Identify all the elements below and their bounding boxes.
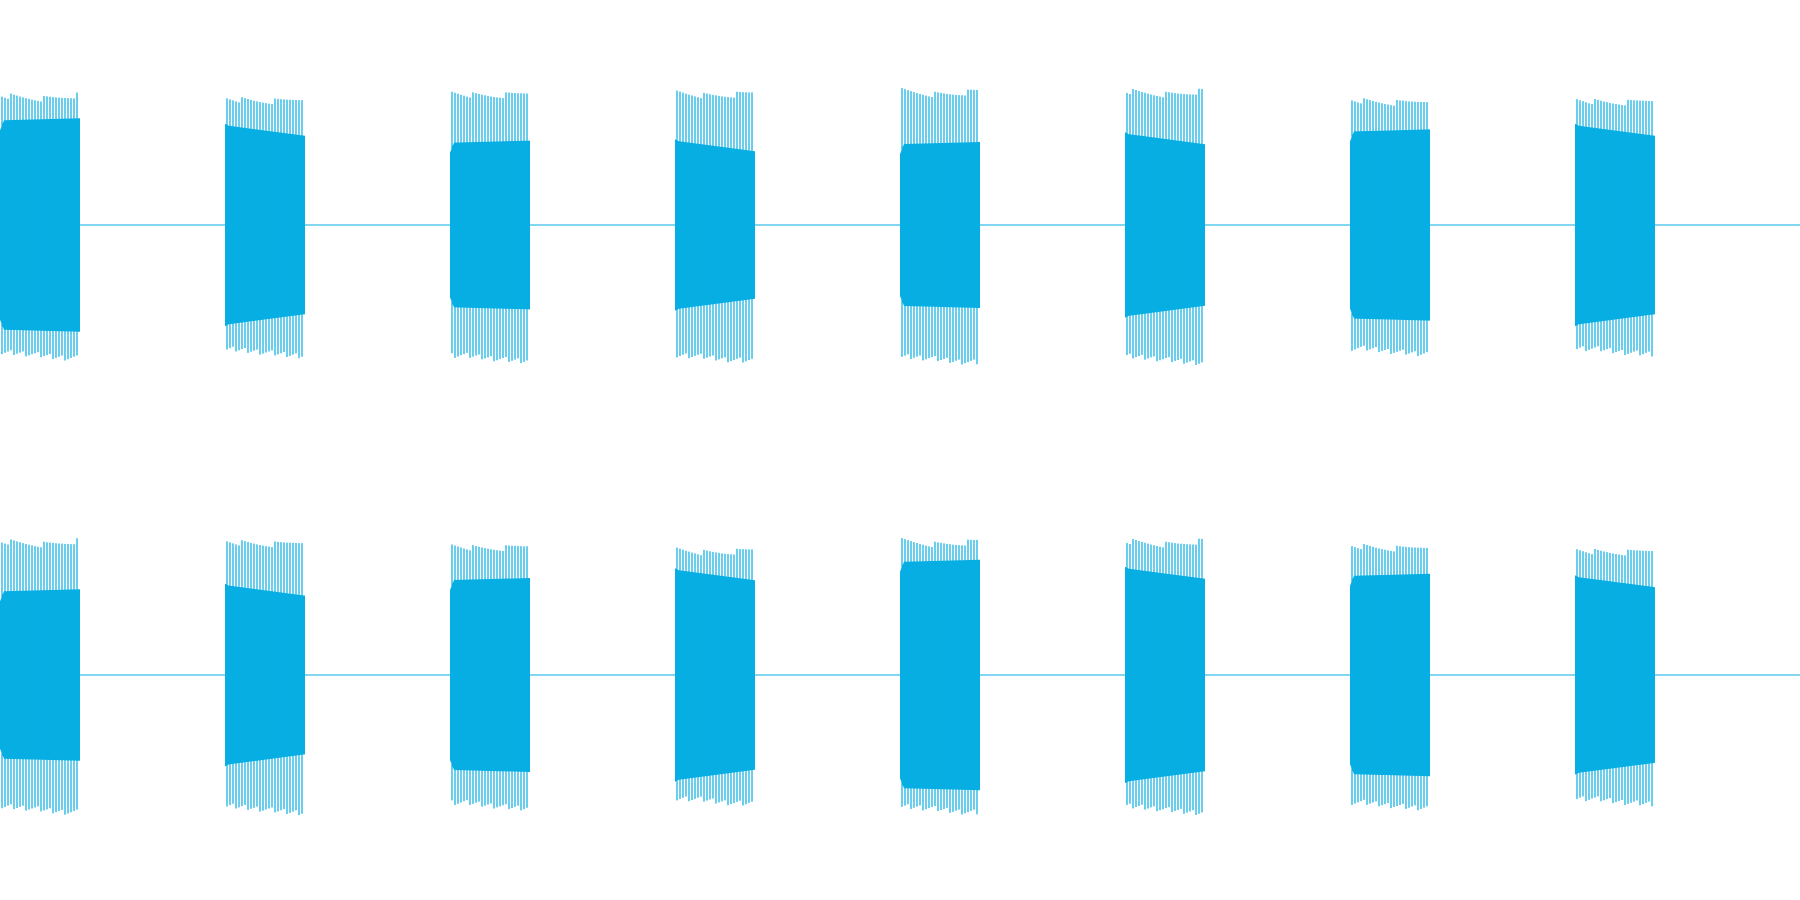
burst-spikes [901, 538, 978, 815]
waveform-burst [1575, 99, 1655, 357]
waveform-burst [675, 547, 755, 806]
waveform-burst [900, 538, 980, 815]
burst-spikes [1126, 88, 1203, 366]
waveform-burst [450, 544, 530, 811]
burst-spikes [901, 88, 978, 365]
burst-spikes [1351, 544, 1428, 811]
burst-spikes [226, 540, 303, 816]
burst-spikes [676, 90, 753, 363]
burst-spikes [676, 547, 753, 806]
waveform-burst [1350, 98, 1430, 357]
waveform-burst [1125, 88, 1205, 366]
waveform-burst [450, 91, 530, 364]
channel-1-track[interactable] [0, 88, 1800, 366]
waveform-burst [900, 88, 980, 365]
waveform-burst [0, 92, 80, 361]
waveform-burst [225, 540, 305, 816]
burst-spikes [1, 538, 78, 815]
burst-spikes [1, 92, 78, 361]
waveform-burst [0, 538, 80, 815]
waveform-burst [1125, 538, 1205, 816]
burst-spikes [1576, 99, 1653, 357]
waveform-burst [1350, 544, 1430, 811]
burst-spikes [451, 91, 528, 364]
burst-spikes [226, 97, 303, 359]
waveform-burst [675, 90, 755, 363]
channel-2-track[interactable] [0, 538, 1800, 816]
burst-spikes [1351, 98, 1428, 357]
burst-spikes [451, 544, 528, 811]
burst-spikes [1126, 538, 1203, 816]
waveform-burst [225, 97, 305, 359]
waveform-burst [1575, 549, 1655, 807]
burst-spikes [1576, 549, 1653, 807]
